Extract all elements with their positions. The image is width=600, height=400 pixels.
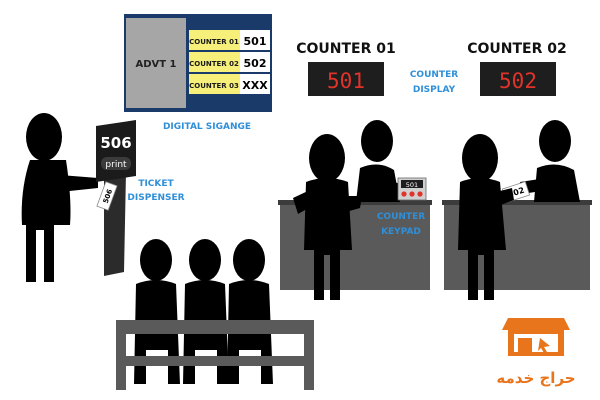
counter-keypad: 501 xyxy=(397,177,427,201)
digital-signage: ADVT 1 COUNTER 01 501 COUNTER 02 502 COU… xyxy=(124,14,272,132)
waiting-bench xyxy=(116,320,314,390)
counter-display-02-panel xyxy=(480,62,556,96)
staff-02-head xyxy=(539,120,571,162)
keypad-screen xyxy=(401,180,423,188)
counter-display-label: COUNTER DISPLAY xyxy=(410,70,458,95)
dispensed-ticket: 506 xyxy=(96,181,118,211)
signage-row-2-label-bg xyxy=(189,52,240,72)
signage-advt-label: ADVT 1 xyxy=(135,59,176,70)
customer-01-left-arm xyxy=(293,190,312,214)
person-head xyxy=(26,113,62,161)
waiting-person-2-head xyxy=(189,239,221,281)
keypad-button-2[interactable] xyxy=(409,191,415,197)
waiting-person-1-head xyxy=(140,239,172,281)
logo-wordmark: حراج خدمه xyxy=(496,369,575,387)
dispenser-label-line2: DISPENSER xyxy=(127,193,184,203)
person-at-dispenser xyxy=(21,113,98,282)
dispenser-screen-number: 506 xyxy=(100,134,131,152)
counter-display-02-title: COUNTER 02 xyxy=(467,41,567,57)
cursor-icon xyxy=(538,338,550,353)
bench-backrest xyxy=(116,320,314,334)
counter-display-01-panel xyxy=(308,62,384,96)
counter-02-top xyxy=(442,200,592,205)
signage-row-2-number: 502 xyxy=(244,57,267,70)
counter-display-01: COUNTER 01 501 xyxy=(296,41,396,96)
keypad-label-line1: COUNTER xyxy=(377,212,425,222)
signage-row-2-counter: COUNTER 02 xyxy=(189,60,239,68)
counter-display-label-line1: COUNTER xyxy=(410,70,458,80)
counter-display-02: COUNTER 02 502 xyxy=(467,41,567,96)
customer-02-head xyxy=(462,134,498,182)
person-arm xyxy=(60,175,98,192)
print-button[interactable] xyxy=(101,157,131,170)
keypad-label-line2: KEYPAD xyxy=(381,227,421,237)
print-button-label: print xyxy=(105,160,127,170)
signage-row-3-number-bg xyxy=(240,74,270,94)
counter-02-staff xyxy=(520,120,580,202)
shop-icon-awning xyxy=(502,318,570,330)
signage-row-3-counter: COUNTER 03 xyxy=(189,82,239,90)
signage-row-1-counter: COUNTER 01 xyxy=(189,38,239,46)
customer-02-body xyxy=(458,178,506,300)
counter-01-customer xyxy=(293,134,362,300)
signage-row-1-label-bg xyxy=(189,30,240,50)
signage-row-1-number: 501 xyxy=(244,35,267,48)
bench-right-leg xyxy=(304,320,314,390)
signage-advt-panel xyxy=(126,18,186,108)
customer-01-body xyxy=(304,178,352,300)
counter-02-customer xyxy=(458,134,514,300)
keypad-button-1[interactable] xyxy=(401,191,407,197)
signage-caption: DIGITAL SIGANGE xyxy=(163,122,251,132)
waiting-person-3-head xyxy=(233,239,265,281)
shop-icon-door xyxy=(518,338,532,352)
customer-01-head xyxy=(309,134,345,182)
dispenser-label-line1: TICKET xyxy=(138,179,174,189)
signage-row-3-number: XXX xyxy=(242,79,268,92)
counter-display-02-number: 502 xyxy=(499,69,537,93)
signage-row-3-label-bg xyxy=(189,74,240,94)
signage-row-1-number-bg xyxy=(240,30,270,50)
staff-01-head xyxy=(361,120,393,162)
counter-01-staff xyxy=(356,120,410,202)
counter-display-01-title: COUNTER 01 xyxy=(296,41,396,57)
counter-display-label-line2: DISPLAY xyxy=(413,85,456,95)
customer-02-arm xyxy=(496,188,514,206)
brand-logo: حراج خدمه xyxy=(496,318,576,387)
bench-left-leg xyxy=(116,320,126,390)
ticket-dispenser: 506 print 506 TICKET DISPENSER xyxy=(96,120,185,276)
keypad-number: 501 xyxy=(406,181,418,189)
staff-02-body xyxy=(534,164,580,202)
customer-01-right-arm xyxy=(344,196,362,212)
dispensed-ticket-paper xyxy=(96,181,118,211)
person-body xyxy=(21,160,71,282)
shop-icon xyxy=(502,318,570,356)
bench-seat xyxy=(116,356,314,366)
signage-row-2-number-bg xyxy=(240,52,270,72)
keypad-button-3[interactable] xyxy=(417,191,423,197)
counter-display-01-number: 501 xyxy=(327,69,365,93)
